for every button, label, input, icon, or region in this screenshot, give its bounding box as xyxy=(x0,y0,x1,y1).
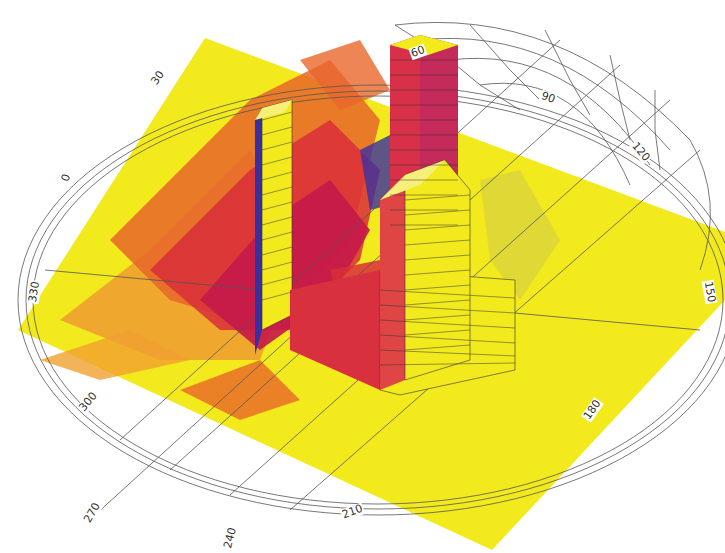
azimuth-label: 210 xyxy=(339,502,365,521)
building-slab xyxy=(255,100,292,355)
azimuth-label: 270 xyxy=(81,500,103,526)
azimuth-label: 90 xyxy=(538,90,557,107)
azimuth-label: 150 xyxy=(702,280,718,305)
azimuth-label: 30 xyxy=(148,68,167,88)
azimuth-label: 240 xyxy=(221,525,239,550)
floor-lines xyxy=(262,60,515,365)
azimuth-label: 0 xyxy=(59,172,73,185)
shadow-map xyxy=(40,40,560,420)
sun-path-dome xyxy=(18,22,725,515)
azimuth-label: 120 xyxy=(628,139,652,164)
ground-plane xyxy=(18,38,725,550)
